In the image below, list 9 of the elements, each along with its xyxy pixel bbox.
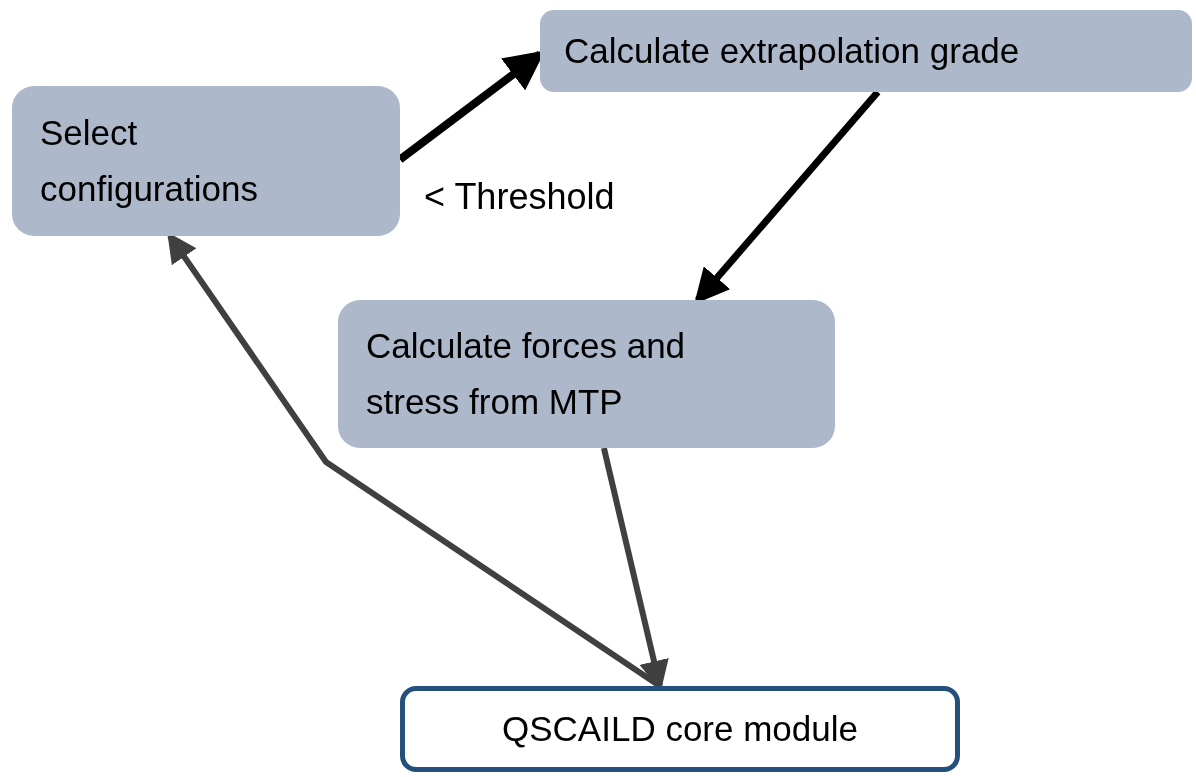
node-label: Calculate extrapolation grade <box>564 30 1020 72</box>
process-box <box>540 10 1192 92</box>
condition-label: < Threshold <box>424 175 615 219</box>
process-box <box>12 86 400 236</box>
node-label: QSCAILD core module <box>502 708 858 750</box>
process-box <box>338 300 835 448</box>
module-box <box>400 686 960 772</box>
node-label: Select configurations <box>40 112 259 210</box>
node-label: Calculate forces and stress from MTP <box>366 325 687 423</box>
